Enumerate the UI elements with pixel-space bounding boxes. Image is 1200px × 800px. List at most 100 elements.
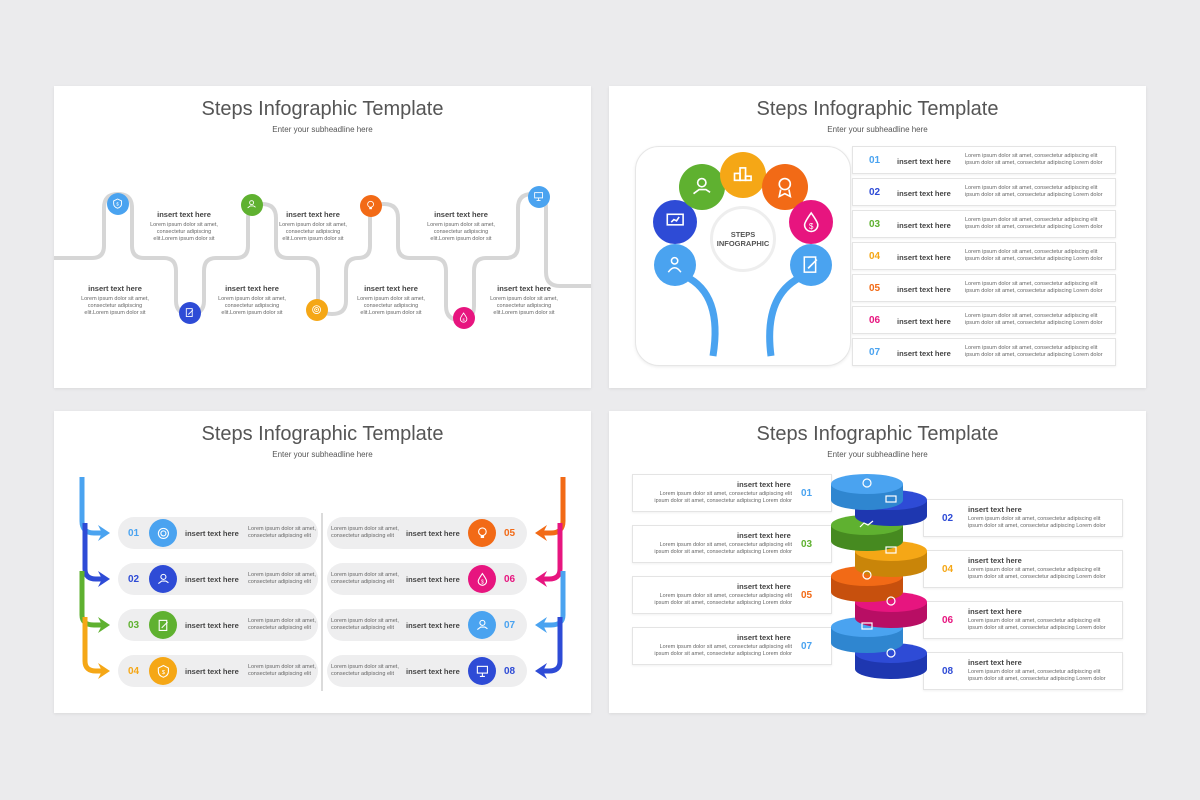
step-box [632,576,832,614]
svg-text:$: $ [809,222,814,231]
step-heading: insert text here [897,285,951,294]
step-heading: insert text here [897,253,951,262]
step-number: 02 [869,187,881,198]
step-text: Lorem ipsum dolor sit amet, consectetur … [968,618,1106,631]
slide-wave-steps: Steps Infographic Template Enter your su… [54,86,591,388]
slide-arrow-steps: Steps Infographic Template Enter your su… [54,411,591,713]
step-text: Lorem ipsum dolor sit amet, consectetur … [331,664,399,677]
step-text: Lorem ipsum dolor sit amet, consectetur … [965,153,1103,166]
slide-subtitle: Enter your subheadline here [827,450,928,459]
step-text: Lorem ipsum dolor sit amet, consectetur … [427,222,495,242]
step-heading: insert text here [897,221,951,230]
step-heading: insert text here [185,575,239,584]
svg-text:$: $ [161,670,165,676]
step-text: Lorem ipsum dolor sit amet, consectetur … [279,222,347,242]
step-text: Lorem ipsum dolor sit amet, consectetur … [81,296,149,316]
step-number: 06 [504,574,516,585]
center-hub: STEPS INFOGRAPHIC [710,206,776,272]
step-number: 01 [801,488,813,499]
step-box [923,601,1123,639]
step-text: Lorem ipsum dolor sit amet, consectetur … [331,618,399,631]
step-text: Lorem ipsum dolor sit amet, consectetur … [331,526,399,539]
step-heading: insert text here [968,658,1022,667]
svg-text:$: $ [481,579,484,585]
target-icon [149,519,177,547]
bulb-icon [360,195,382,217]
step-heading: insert text here [737,633,791,642]
step-heading: insert text here [406,667,460,676]
step-heading: insert text here [897,157,951,166]
step-text: Lorem ipsum dolor sit amet, consectetur … [965,249,1103,262]
step-heading: insert text here [737,480,791,489]
trophy-icon [720,152,766,198]
step-text: Lorem ipsum dolor sit amet, consectetur … [331,572,399,585]
people-icon [654,244,696,286]
step-text: Lorem ipsum dolor sit amet, consectetur … [490,296,558,316]
step-number: 04 [942,564,954,575]
step-number: 01 [869,155,881,166]
step-heading: insert text here [185,667,239,676]
step-text: Lorem ipsum dolor sit amet, consectetur … [150,222,218,242]
step-text: Lorem ipsum dolor sit amet, consectetur … [218,296,286,316]
step-text: Lorem ipsum dolor sit amet, consectetur … [654,542,792,555]
step-heading: insert text here [737,531,791,540]
slide-subtitle: Enter your subheadline here [827,125,928,134]
slide-title: Steps Infographic Template [201,98,444,120]
step-text: Lorem ipsum dolor sit amet, consectetur … [654,491,792,504]
step-heading: insert text here [364,284,418,293]
document-pen-icon [149,611,177,639]
slide-title: Steps Infographic Template [756,98,999,120]
step-number: 04 [869,251,881,262]
step-number: 04 [128,666,140,677]
step-text: Lorem ipsum dolor sit amet, consectetur … [248,572,316,585]
step-box [923,550,1123,588]
step-number: 03 [801,539,813,550]
hand-coin-icon [241,194,263,216]
step-number: 03 [869,219,881,230]
step-heading: insert text here [185,529,239,538]
left-arrows [79,477,566,691]
step-heading: insert text here [157,210,211,219]
slide-subtitle: Enter your subheadline here [272,125,373,134]
presentation-icon [653,200,697,244]
step-text: Lorem ipsum dolor sit amet, consectetur … [654,593,792,606]
step-text: Lorem ipsum dolor sit amet, consectetur … [248,618,316,631]
step-heading: insert text here [225,284,279,293]
step-text: Lorem ipsum dolor sit amet, consectetur … [965,185,1103,198]
slide-subtitle: Enter your subheadline here [272,450,373,459]
step-box [923,652,1123,690]
list-row: 03 insert text here Lorem ipsum dolor si… [852,210,1116,238]
step-number: 02 [128,574,140,585]
step-box [632,474,832,512]
list-row: 02 insert text here Lorem ipsum dolor si… [852,178,1116,206]
step-text: Lorem ipsum dolor sit amet, consectetur … [965,345,1103,358]
step-number: 08 [504,666,516,677]
step-number: 06 [942,615,954,626]
step-number: 07 [504,620,516,631]
step-text: Lorem ipsum dolor sit amet, consectetur … [965,313,1103,326]
dollar-shield-icon: $ [107,193,129,215]
presentation-icon [528,186,550,208]
step-heading: insert text here [185,621,239,630]
target-icon [306,299,328,321]
step-heading: insert text here [968,607,1022,616]
step-number: 06 [869,315,881,326]
step-number: 08 [942,666,954,677]
step-heading: insert text here [286,210,340,219]
slide-stack-steps: Steps Infographic Template Enter your su… [609,411,1146,713]
hand-coin-icon [679,164,725,210]
step-text: Lorem ipsum dolor sit amet, consectetur … [968,669,1106,682]
step-heading: insert text here [968,505,1022,514]
step-number: 05 [504,528,516,539]
slide-tree-steps: Steps Infographic Template Enter your su… [609,86,1146,388]
step-text: Lorem ipsum dolor sit amet, consectetur … [965,217,1103,230]
wave-path [54,191,591,323]
step-heading: insert text here [497,284,551,293]
step-text: Lorem ipsum dolor sit amet, consectetur … [654,644,792,657]
step-heading: insert text here [737,582,791,591]
presentation-icon [468,657,496,685]
stacked-discs [831,474,927,679]
dollar-shield-icon: $ [149,657,177,685]
step-heading: insert text here [897,349,951,358]
step-box [632,627,832,665]
